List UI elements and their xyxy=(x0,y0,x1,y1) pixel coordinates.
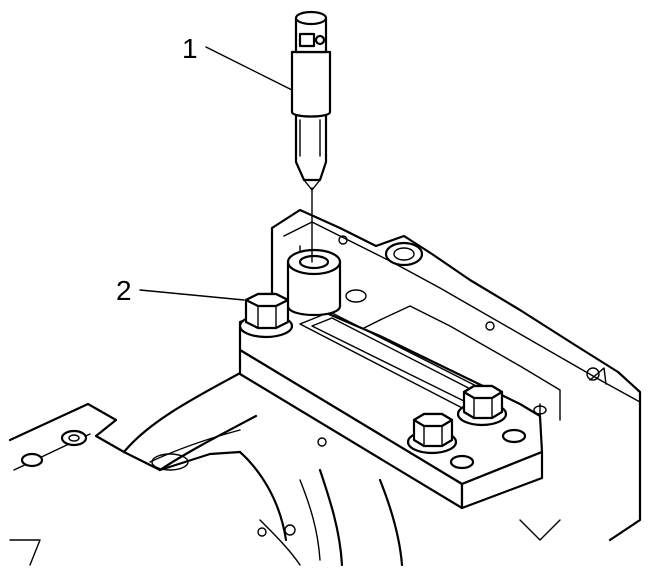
flange-hole xyxy=(60,429,88,447)
callout-2-label: 2 xyxy=(116,275,132,306)
bolt-center xyxy=(406,412,458,455)
leader-line-1 xyxy=(205,46,293,91)
bearing-cap-edge xyxy=(151,453,189,471)
bolt-left xyxy=(238,292,294,339)
plate-hole xyxy=(501,428,527,444)
bolt-right xyxy=(456,384,508,427)
guide-sleeve xyxy=(286,248,367,316)
callout-1-label: 1 xyxy=(182,33,198,64)
plate-hole xyxy=(449,454,475,470)
sleeve-bore xyxy=(298,254,330,270)
leader-line-2 xyxy=(139,289,245,301)
casting-bore xyxy=(384,241,424,267)
engine-block xyxy=(8,208,642,567)
casting-hole xyxy=(485,321,495,331)
flange-hole xyxy=(20,452,44,468)
installer-tool xyxy=(290,10,332,263)
casting-hole xyxy=(338,235,348,245)
casting-hole xyxy=(586,367,600,381)
